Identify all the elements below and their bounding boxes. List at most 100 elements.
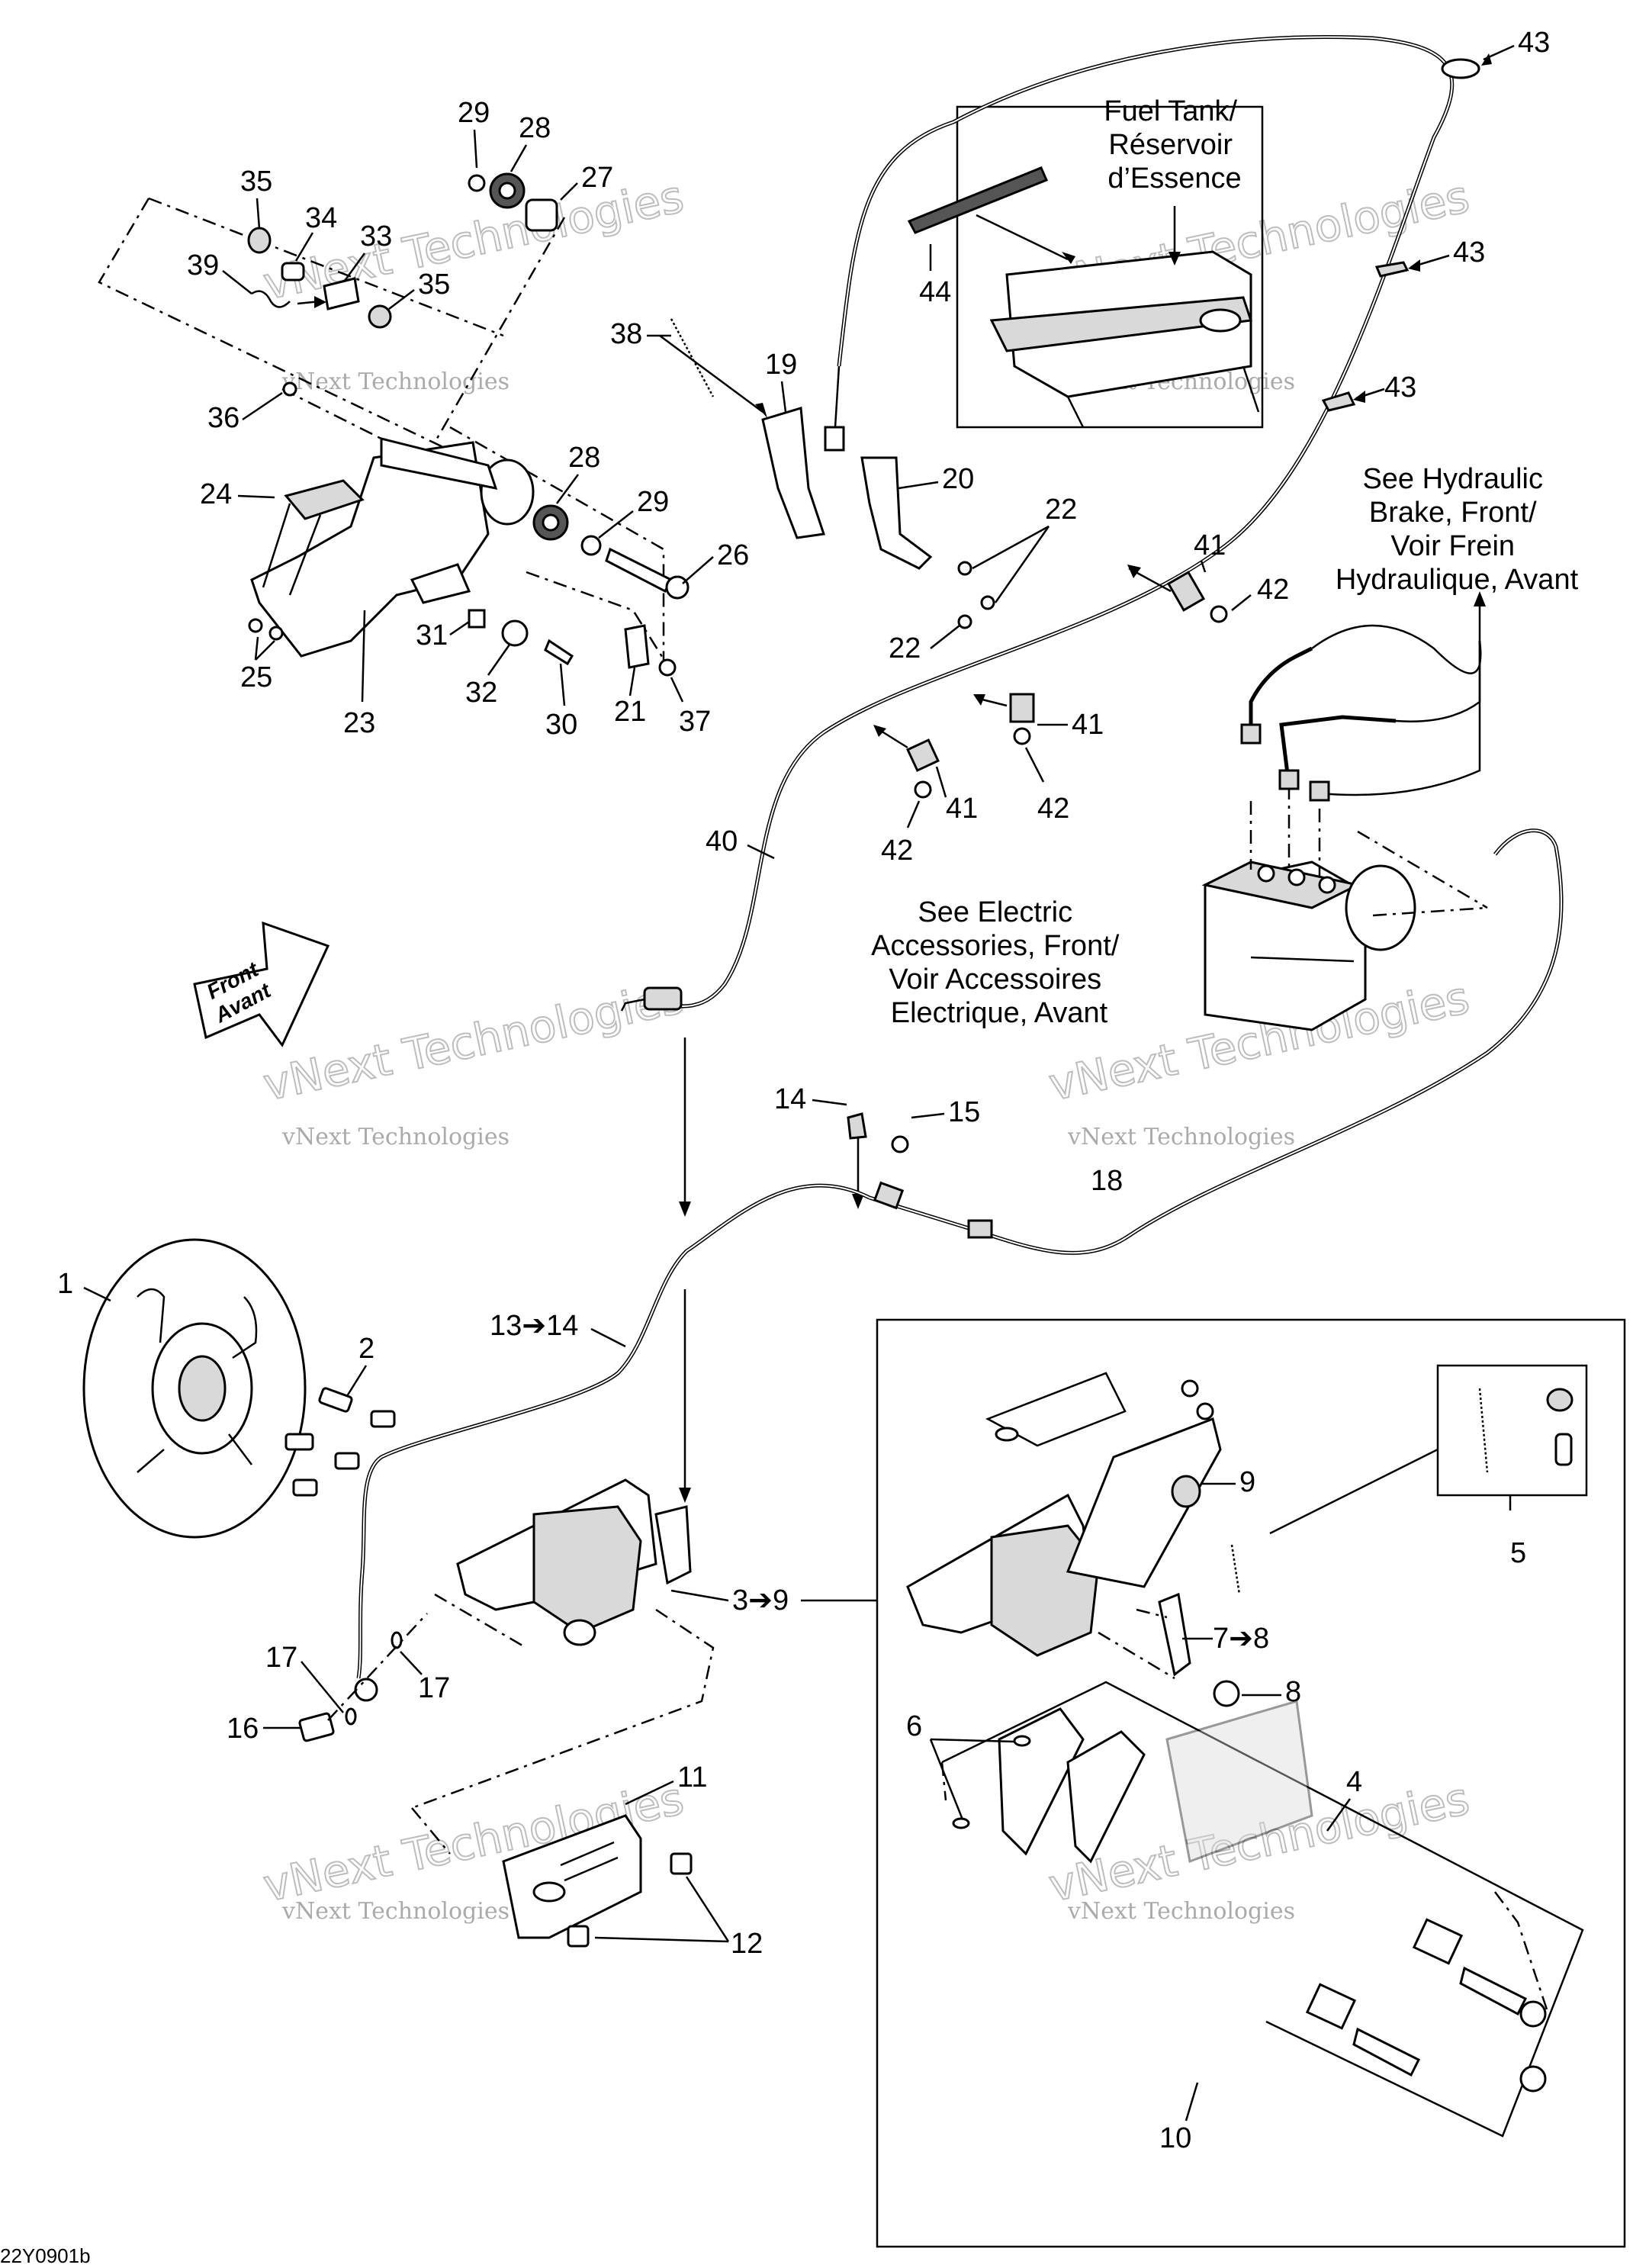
callout-12: 12	[731, 1928, 763, 1960]
bushing-35	[368, 304, 392, 329]
pin-31	[468, 609, 486, 629]
callout-44: 44	[919, 276, 951, 308]
spring-39	[251, 290, 291, 308]
callout-39: 39	[187, 249, 219, 281]
pedal-assembly	[98, 172, 995, 677]
callout-30: 30	[545, 709, 577, 741]
callout-33: 33	[360, 220, 392, 253]
electric-note: See Electric Accessories, Front/ Voir Ac…	[871, 896, 1127, 1029]
clip-41	[1009, 693, 1035, 723]
brake-pad-6	[1066, 1730, 1146, 1864]
screw-30	[544, 639, 574, 666]
nut-8	[1213, 1680, 1240, 1707]
spring-kit-spring	[1478, 1388, 1489, 1473]
nut-15	[891, 1135, 909, 1153]
callout-19: 19	[765, 349, 797, 381]
fuel-tank-label: Fuel Tank/ Réservoir d’Essence	[1104, 95, 1245, 195]
callout-41c: 41	[946, 793, 978, 825]
callout-22a: 22	[1045, 494, 1077, 526]
banjo-bolt-16	[298, 1712, 335, 1742]
callout-43c: 43	[1384, 372, 1416, 404]
clip-43	[1321, 391, 1356, 412]
bushing-27	[525, 198, 558, 232]
screw-42	[1013, 727, 1031, 745]
washer-17	[391, 1631, 403, 1649]
callout-1: 1	[57, 1268, 73, 1300]
watermark-big: vNext Technologies	[259, 971, 688, 1111]
bolt-26	[605, 547, 673, 594]
callout-2: 2	[358, 1333, 374, 1365]
callout-42b: 42	[1037, 793, 1069, 825]
callout-42c: 42	[881, 835, 913, 867]
clips-43: 43 43 43	[1321, 27, 1550, 412]
clip-43	[1441, 58, 1480, 79]
callout-16: 16	[227, 1713, 259, 1745]
callout-6: 6	[906, 1710, 922, 1742]
sleeve	[1412, 1918, 1464, 1965]
callout-25: 25	[240, 661, 272, 693]
caliper-housing-4	[1165, 1700, 1313, 1864]
callout-28a: 28	[519, 112, 551, 144]
screw-42	[1210, 605, 1228, 623]
bracket-33	[323, 277, 360, 310]
callout-29a: 29	[458, 97, 490, 129]
callout-37: 37	[679, 706, 711, 738]
figure-id: 22Y0901b	[0, 2244, 91, 2267]
bolt-2	[370, 1410, 396, 1428]
callout-13-14: 13➔14	[490, 1310, 578, 1342]
guide-pin	[1459, 1966, 1528, 2016]
screw-42	[914, 780, 932, 799]
lever-7	[1158, 1592, 1191, 1677]
pedal-footrest	[284, 479, 365, 520]
watermark-small: vNext Technologies	[281, 1898, 510, 1925]
callout-24: 24	[200, 478, 232, 510]
front-arrow-shape	[193, 921, 330, 1047]
callout-31: 31	[416, 619, 448, 651]
clip-21	[624, 624, 650, 669]
bolt-12	[670, 1852, 693, 1875]
callout-40: 40	[706, 825, 738, 857]
screw-22	[957, 561, 972, 576]
pedal-pivot-tube	[480, 458, 535, 526]
parking-cable	[620, 35, 1455, 1012]
callout-36: 36	[207, 402, 239, 434]
clip-43	[1374, 261, 1410, 278]
callout-11: 11	[677, 1761, 707, 1793]
screw-36	[282, 381, 297, 397]
clips-41-42: 41 42 41 42 41 42	[873, 529, 1289, 867]
cable-end-fitting	[643, 986, 683, 1011]
callout-35b: 35	[418, 269, 450, 301]
spring-kit-frame	[1436, 1364, 1588, 1497]
callout-3-9: 3➔9	[732, 1584, 789, 1617]
bolt-2	[334, 1452, 360, 1470]
sleeve-34	[281, 262, 305, 281]
callout-18: 18	[1091, 1165, 1123, 1197]
callout-41a: 41	[1194, 529, 1226, 561]
screw-22	[957, 614, 972, 629]
callout-43b: 43	[1453, 236, 1485, 269]
parking-arm	[1066, 1417, 1222, 1588]
callout-14: 14	[774, 1083, 806, 1115]
callout-35a: 35	[240, 166, 272, 198]
caliper-body	[990, 1524, 1100, 1657]
exploded-caliper-frame	[876, 1318, 1626, 2248]
bolt-2	[292, 1478, 318, 1497]
bolt-2	[284, 1433, 314, 1451]
callout-34: 34	[305, 202, 337, 234]
front-arrow: Front Avant	[193, 921, 330, 1047]
screw-22	[980, 595, 995, 610]
callout-4: 4	[1346, 1766, 1362, 1798]
watermark-small: vNext Technologies	[1067, 1898, 1295, 1925]
abs-unit	[869, 591, 1564, 1255]
spring	[1230, 1544, 1241, 1595]
callout-38: 38	[610, 318, 642, 350]
washer-17	[345, 1707, 357, 1726]
watermark-small: vNext Technologies	[281, 1124, 510, 1150]
callout-7-8: 7➔8	[1213, 1623, 1269, 1655]
watermarks: vNext Technologies vNext Technologies vN…	[259, 169, 1474, 1925]
clip-41	[1166, 571, 1206, 612]
callout-27: 27	[581, 162, 613, 194]
callout-17b: 17	[418, 1672, 450, 1704]
callout-29b: 29	[637, 486, 669, 518]
